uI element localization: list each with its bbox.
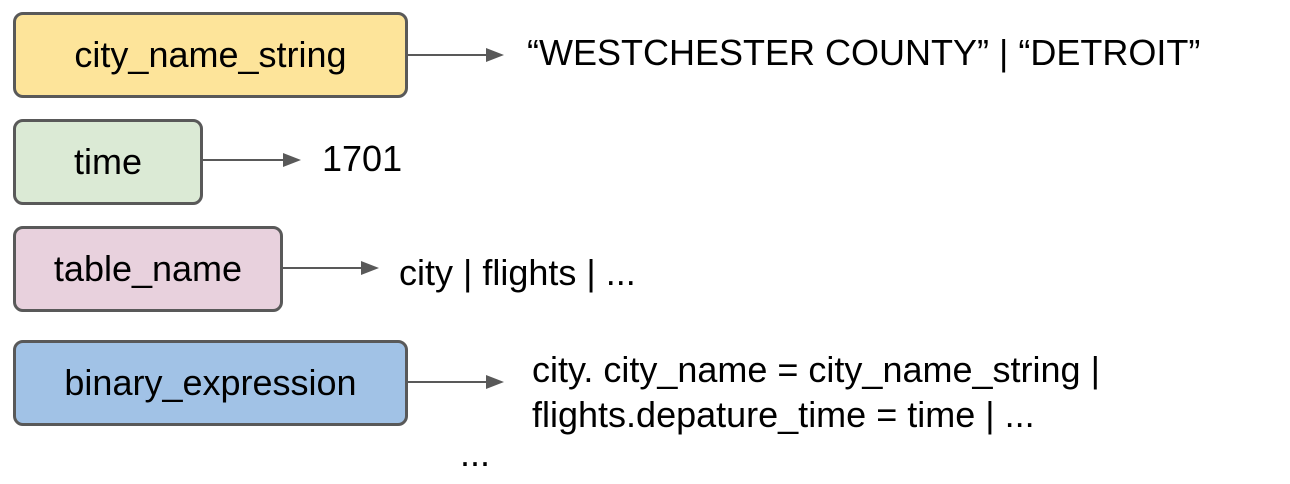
rule-expansion: “WESTCHESTER COUNTY” | “DETROIT” [527,32,1201,73]
rule-expansion-line: city. city_name = city_name_string | [532,349,1100,390]
rule-box-time: time [13,119,203,205]
rule-box-binary-expression: binary_expression [13,340,408,426]
continuation-ellipsis: ... [460,433,491,474]
rule-label: time [73,141,142,182]
rule-expansion: city | flights | ... [399,252,636,293]
rule-label: table_name [53,248,243,289]
arrow-icon [283,261,379,275]
rule-label: city_name_string [74,34,347,75]
rule-box-table-name: table_name [13,226,283,312]
rule-expansion: city. city_name = city_name_string | fli… [532,347,1100,437]
rule-expansion-line: flights.depature_time = time | ... [532,394,1035,435]
arrow-icon [408,48,504,62]
arrow-icon [408,375,504,389]
rule-label: binary_expression [64,362,357,403]
arrow-icon [203,153,301,167]
rule-box-city-name-string: city_name_string [13,12,408,98]
rule-expansion: 1701 [322,138,403,179]
